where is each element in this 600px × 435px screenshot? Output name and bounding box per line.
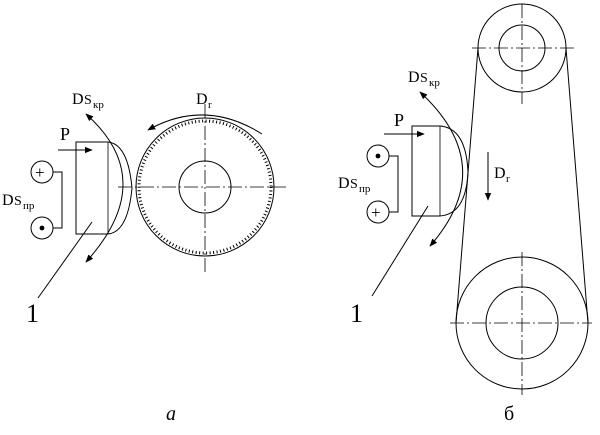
- dr-arc-arrow-a: [147, 114, 263, 135]
- part-number-b: 1: [350, 299, 363, 328]
- tool-body-b: [411, 125, 469, 217]
- ds-pr-label-b: D S пр: [338, 175, 371, 195]
- svg-text:D: D: [338, 175, 350, 192]
- ds-kr-arc-arrow-a: [85, 113, 124, 263]
- leader-line-b: [371, 205, 429, 297]
- svg-text:пр: пр: [359, 183, 371, 195]
- svg-text:D: D: [408, 69, 420, 86]
- grinding-wheel-a: [118, 104, 288, 272]
- belt-drive-b: [450, 3, 592, 395]
- caption-b: б: [504, 403, 514, 425]
- svg-text:D: D: [196, 91, 208, 108]
- roller-bracket-b: [389, 155, 399, 213]
- feed-rollers-b: +: [366, 144, 399, 224]
- roller-dot-center-b: [375, 153, 381, 159]
- svg-text:пр: пр: [23, 200, 35, 212]
- part-number-a: 1: [26, 299, 39, 328]
- svg-text:r: r: [208, 99, 212, 111]
- svg-text:S: S: [84, 93, 92, 108]
- belt-left-b: [455, 47, 479, 324]
- svg-text:+: +: [371, 203, 381, 222]
- svg-text:кр: кр: [429, 77, 440, 89]
- force-p-label-a: P: [60, 124, 70, 144]
- leader-line-a: [37, 221, 93, 299]
- svg-text:+: +: [35, 163, 45, 182]
- panel-b: P D S кр + D S пр 1: [338, 3, 592, 425]
- svg-text:S: S: [350, 177, 358, 192]
- force-p-label-b: P: [394, 110, 404, 130]
- ds-kr-arc-arrow-b: [419, 91, 463, 247]
- feed-rollers-a: +: [30, 160, 63, 240]
- svg-text:кр: кр: [93, 99, 104, 111]
- roller-bracket-a: [53, 171, 63, 229]
- dr-label-a: D r: [196, 91, 212, 111]
- panel-a: P D S кр + D S пр 1: [2, 91, 288, 425]
- svg-text:D: D: [2, 192, 14, 209]
- svg-text:S: S: [420, 71, 428, 86]
- caption-a: а: [166, 403, 176, 425]
- svg-text:S: S: [14, 194, 22, 209]
- svg-text:r: r: [506, 173, 510, 185]
- roller-dot-center-a: [39, 225, 45, 231]
- svg-text:D: D: [72, 91, 84, 108]
- svg-text:D: D: [494, 165, 506, 182]
- ds-pr-label-a: D S пр: [2, 192, 35, 212]
- ds-kr-label-a: D S кр: [72, 91, 104, 111]
- tool-body-a: [75, 141, 133, 235]
- belt-right-b: [565, 47, 589, 324]
- ds-kr-label-b: D S кр: [408, 69, 440, 89]
- dr-label-b: D r: [494, 165, 510, 185]
